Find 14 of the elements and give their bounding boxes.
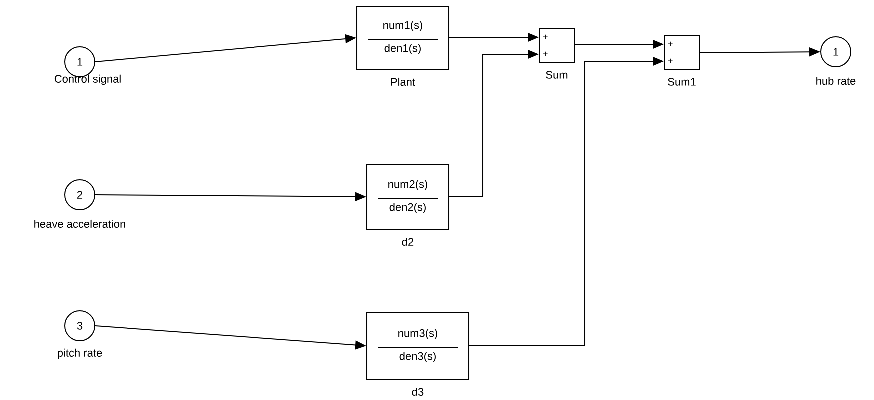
- transfer-function-block: num3(s) den3(s): [366, 312, 470, 380]
- block-label: Plant: [391, 78, 416, 86]
- block-label: d3: [412, 388, 424, 396]
- block-label: heave acceleration: [34, 220, 126, 228]
- block-label: Control signal: [54, 74, 121, 86]
- block-label: Sum1: [668, 78, 696, 86]
- block-label: pitch rate: [58, 348, 102, 360]
- sum-block: + +: [664, 36, 700, 70]
- transfer-function-block: num1(s) den1(s): [356, 6, 450, 70]
- block-label: hub rate: [816, 76, 856, 86]
- transfer-function-block: num2(s) den2(s): [366, 164, 450, 230]
- block-label: d2: [402, 238, 414, 246]
- block-label: Sum: [546, 71, 568, 79]
- sum-block: + +: [539, 28, 575, 64]
